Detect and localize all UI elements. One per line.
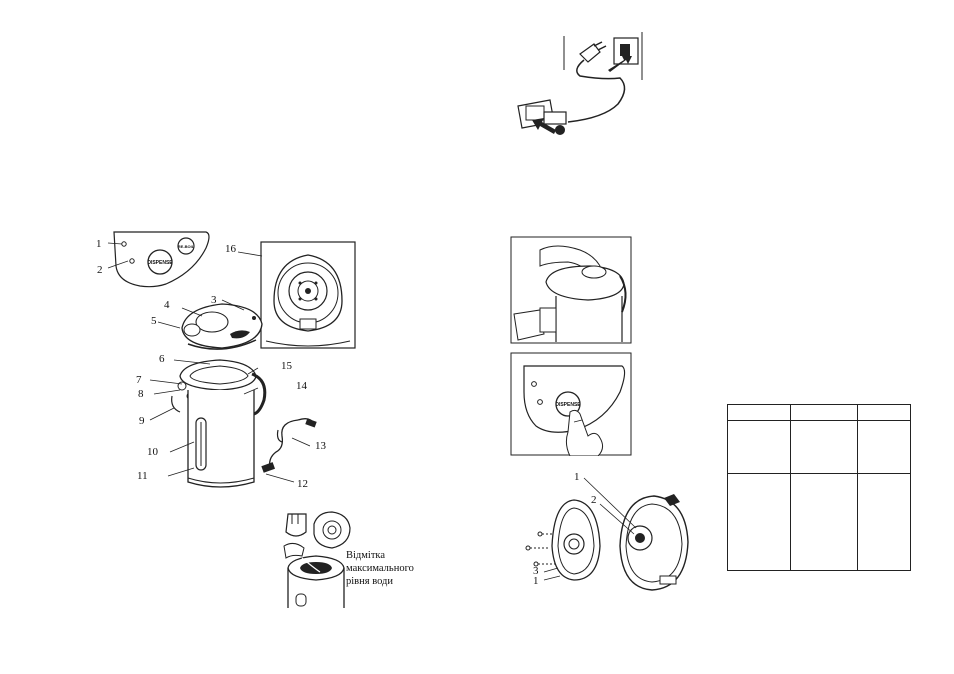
table-row <box>727 404 911 421</box>
table-cell <box>790 473 858 571</box>
table-cell <box>727 404 791 421</box>
lid-label-1-bottom: 1 <box>533 575 539 587</box>
reboil-button-label: RE-BOIL <box>178 244 195 249</box>
plug-socket-figure <box>517 32 643 135</box>
empty-table <box>727 404 911 571</box>
table-row <box>727 473 911 571</box>
caption-line-1: Відмітка <box>346 550 386 561</box>
table-row <box>727 420 911 474</box>
leader-line-16 <box>237 251 263 257</box>
table-cell <box>857 473 911 571</box>
caption-line-2: максимального <box>346 563 414 574</box>
part-label-12: 12 <box>297 478 308 490</box>
part-label-2: 2 <box>97 264 103 276</box>
part-label-4: 4 <box>164 299 170 311</box>
leader-lines-1-2 <box>107 242 129 269</box>
part-label-13: 13 <box>315 440 326 452</box>
leader-lines-parts <box>149 299 310 483</box>
part-label-14: 14 <box>296 380 307 392</box>
dispense-scene-figure <box>510 236 632 344</box>
table-cell <box>790 404 858 421</box>
dispense-button-label-2: DISPENSE <box>555 402 581 408</box>
water-level-figure <box>283 511 351 608</box>
air-pot-figure <box>171 359 267 488</box>
control-panel-figure: DISPENSE RE-BOIL <box>113 231 210 288</box>
part-label-10: 10 <box>147 446 158 458</box>
lid-label-3: 3 <box>533 565 539 577</box>
part-label-5: 5 <box>151 315 157 327</box>
power-cord-figure <box>261 418 317 473</box>
lid-figure <box>181 303 263 350</box>
table-cell <box>790 420 858 474</box>
dispense-button-label: DISPENSE <box>147 260 173 266</box>
table-cell <box>857 404 911 421</box>
part-label-15: 15 <box>281 360 292 372</box>
part-label-11: 11 <box>137 470 148 482</box>
part-label-3: 3 <box>211 294 217 306</box>
part-label-9: 9 <box>139 415 145 427</box>
part-label-16: 16 <box>225 243 236 255</box>
lid-label-2: 2 <box>591 494 597 506</box>
part-label-7: 7 <box>136 374 142 386</box>
table-cell <box>727 473 791 571</box>
water-level-caption: Відмітка максимального рівня води <box>346 549 442 588</box>
caption-line-3: рівня води <box>346 576 393 587</box>
lid-disassembly-figure <box>525 477 689 591</box>
part-label-8: 8 <box>138 388 144 400</box>
part-label-1: 1 <box>96 238 102 250</box>
table-cell <box>727 420 791 474</box>
dispense-button-press-figure: DISPENSE <box>510 352 632 456</box>
lid-label-1-top: 1 <box>574 471 580 483</box>
part-label-6: 6 <box>159 353 165 365</box>
table-cell <box>857 420 911 474</box>
lid-interior-figure <box>260 241 356 349</box>
